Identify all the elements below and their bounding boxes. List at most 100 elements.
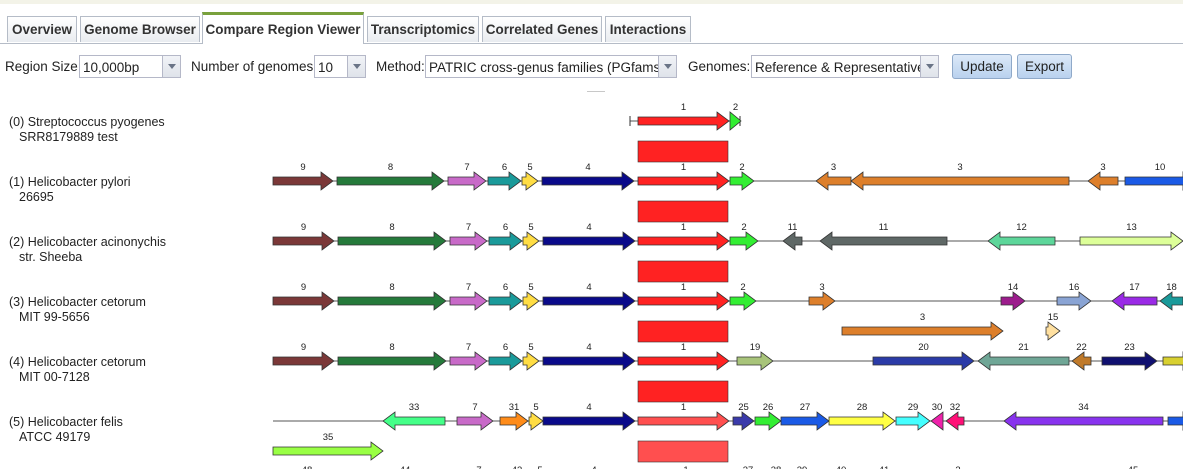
gene-shape[interactable] <box>729 111 742 131</box>
gene-arrow[interactable]: 32 <box>945 402 965 431</box>
gene-shape[interactable] <box>815 171 852 191</box>
gene-arrow[interactable]: 5 <box>522 342 540 371</box>
gene-arrow[interactable]: 19 <box>736 342 774 371</box>
pinned-gene-bar[interactable] <box>637 140 729 163</box>
gene-shape[interactable] <box>637 291 730 311</box>
gene-arrow[interactable]: 15 <box>1045 312 1061 341</box>
gene-arrow[interactable]: 1 <box>637 102 730 131</box>
gene-shape[interactable] <box>637 171 730 191</box>
gene-arrow[interactable]: 2 <box>729 222 759 251</box>
gene-shape[interactable] <box>542 291 636 311</box>
pinned-gene-bar[interactable] <box>637 260 729 283</box>
tab-compare-region-viewer[interactable]: Compare Region Viewer <box>202 12 364 44</box>
gene-shape[interactable] <box>1101 351 1158 371</box>
gene-arrow[interactable]: 1 <box>637 342 730 371</box>
gene-shape[interactable] <box>782 231 803 251</box>
gene-arrow[interactable]: 33 <box>382 402 446 431</box>
gene-arrow[interactable]: 8 <box>337 342 447 371</box>
gene-shape[interactable] <box>487 171 522 191</box>
gene-shape[interactable] <box>449 351 488 371</box>
gene-arrow[interactable]: 2 <box>729 162 755 191</box>
gene-shape[interactable] <box>736 351 774 371</box>
gene-arrow[interactable]: 6 <box>488 282 523 311</box>
gene-arrow[interactable]: 4 <box>542 282 636 311</box>
gene-arrow[interactable]: 8 <box>337 222 447 251</box>
gene-shape[interactable] <box>1045 321 1061 341</box>
gene-arrow[interactable]: 18 <box>1159 282 1183 311</box>
gene-arrow[interactable]: 3 <box>841 312 1004 341</box>
gene-shape[interactable] <box>1124 171 1183 191</box>
gene-arrow[interactable]: 3 <box>815 162 852 191</box>
gene-shape[interactable] <box>1159 291 1183 311</box>
gene-arrow[interactable]: 9 <box>272 342 335 371</box>
gene-shape[interactable] <box>522 291 540 311</box>
pinned-gene-bar[interactable] <box>637 440 729 463</box>
gene-shape[interactable] <box>945 411 965 431</box>
tab-interactions[interactable]: Interactions <box>605 16 691 42</box>
gene-shape[interactable] <box>337 291 447 311</box>
pinned-gene-bar[interactable] <box>637 320 729 343</box>
chevron-down-icon[interactable] <box>658 56 676 77</box>
panel-splitter-handle[interactable] <box>587 91 605 92</box>
gene-arrow[interactable]: 5 <box>528 402 544 431</box>
gene-shape[interactable] <box>449 231 488 251</box>
gene-shape[interactable] <box>637 231 730 251</box>
gene-arrow[interactable]: 27 <box>780 402 830 431</box>
gene-shape[interactable] <box>819 231 948 251</box>
gene-arrow[interactable]: 7 <box>456 402 494 431</box>
method-select[interactable]: PATRIC cross-genus families (PGfams) <box>425 55 677 78</box>
gene-shape[interactable] <box>841 321 1004 341</box>
gene-arrow[interactable]: 26 <box>754 402 782 431</box>
gene-arrow[interactable]: 9 <box>272 282 335 311</box>
gene-arrow[interactable]: 14 <box>1000 282 1026 311</box>
gene-shape[interactable] <box>456 411 494 431</box>
gene-shape[interactable] <box>732 411 755 431</box>
gene-shape[interactable] <box>930 411 944 431</box>
gene-arrow[interactable]: 17 <box>1111 282 1158 311</box>
gene-arrow[interactable]: 7 <box>449 342 488 371</box>
gene-arrow[interactable]: 7 <box>449 282 488 311</box>
gene-shape[interactable] <box>1087 171 1119 191</box>
gene-arrow[interactable]: 28 <box>828 402 896 431</box>
pinned-gene-bar[interactable] <box>637 200 729 223</box>
gene-shape[interactable] <box>542 411 636 431</box>
gene-shape[interactable] <box>1167 411 1183 431</box>
gene-shape[interactable] <box>754 411 782 431</box>
gene-arrow[interactable]: 7 <box>447 162 487 191</box>
gene-arrow[interactable]: 9 <box>272 222 335 251</box>
gene-shape[interactable] <box>499 411 529 431</box>
gene-shape[interactable] <box>541 171 635 191</box>
gene-arrow[interactable]: 8 <box>337 282 447 311</box>
gene-arrow[interactable]: 20 <box>872 342 975 371</box>
gene-shape[interactable] <box>449 291 488 311</box>
gene-shape[interactable] <box>542 231 636 251</box>
gene-shape[interactable] <box>872 351 975 371</box>
gene-shape[interactable] <box>272 291 335 311</box>
gene-shape[interactable] <box>637 411 730 431</box>
gene-arrow[interactable]: 3 <box>808 282 836 311</box>
tab-genome-browser[interactable]: Genome Browser <box>80 16 200 42</box>
gene-arrow[interactable]: 3 <box>1087 162 1119 191</box>
gene-arrow[interactable]: 29 <box>895 402 931 431</box>
gene-arrow[interactable] <box>1162 351 1183 371</box>
gene-shape[interactable] <box>780 411 830 431</box>
gene-arrow[interactable]: 9 <box>272 162 334 191</box>
gene-arrow[interactable]: 31 <box>499 402 529 431</box>
pinned-gene-bar[interactable] <box>637 380 729 403</box>
gene-arrow[interactable]: 13 <box>1079 222 1183 251</box>
chevron-down-icon[interactable] <box>920 56 938 77</box>
gene-shape[interactable] <box>272 351 335 371</box>
gene-arrow[interactable]: 5 <box>522 222 540 251</box>
gene-arrow[interactable]: 4 <box>542 342 636 371</box>
gene-shape[interactable] <box>977 351 1070 371</box>
gene-shape[interactable] <box>337 231 447 251</box>
gene-shape[interactable] <box>1111 291 1158 311</box>
gene-shape[interactable] <box>336 171 445 191</box>
region-size-select[interactable]: 10,000bp <box>79 55 181 78</box>
gene-arrow[interactable]: 21 <box>977 342 1070 371</box>
gene-shape[interactable] <box>337 351 447 371</box>
tab-overview[interactable]: Overview <box>7 16 77 42</box>
gene-arrow[interactable]: 1 <box>637 162 730 191</box>
gene-arrow[interactable]: 5 <box>522 282 540 311</box>
gene-arrow[interactable]: 5 <box>521 162 539 191</box>
